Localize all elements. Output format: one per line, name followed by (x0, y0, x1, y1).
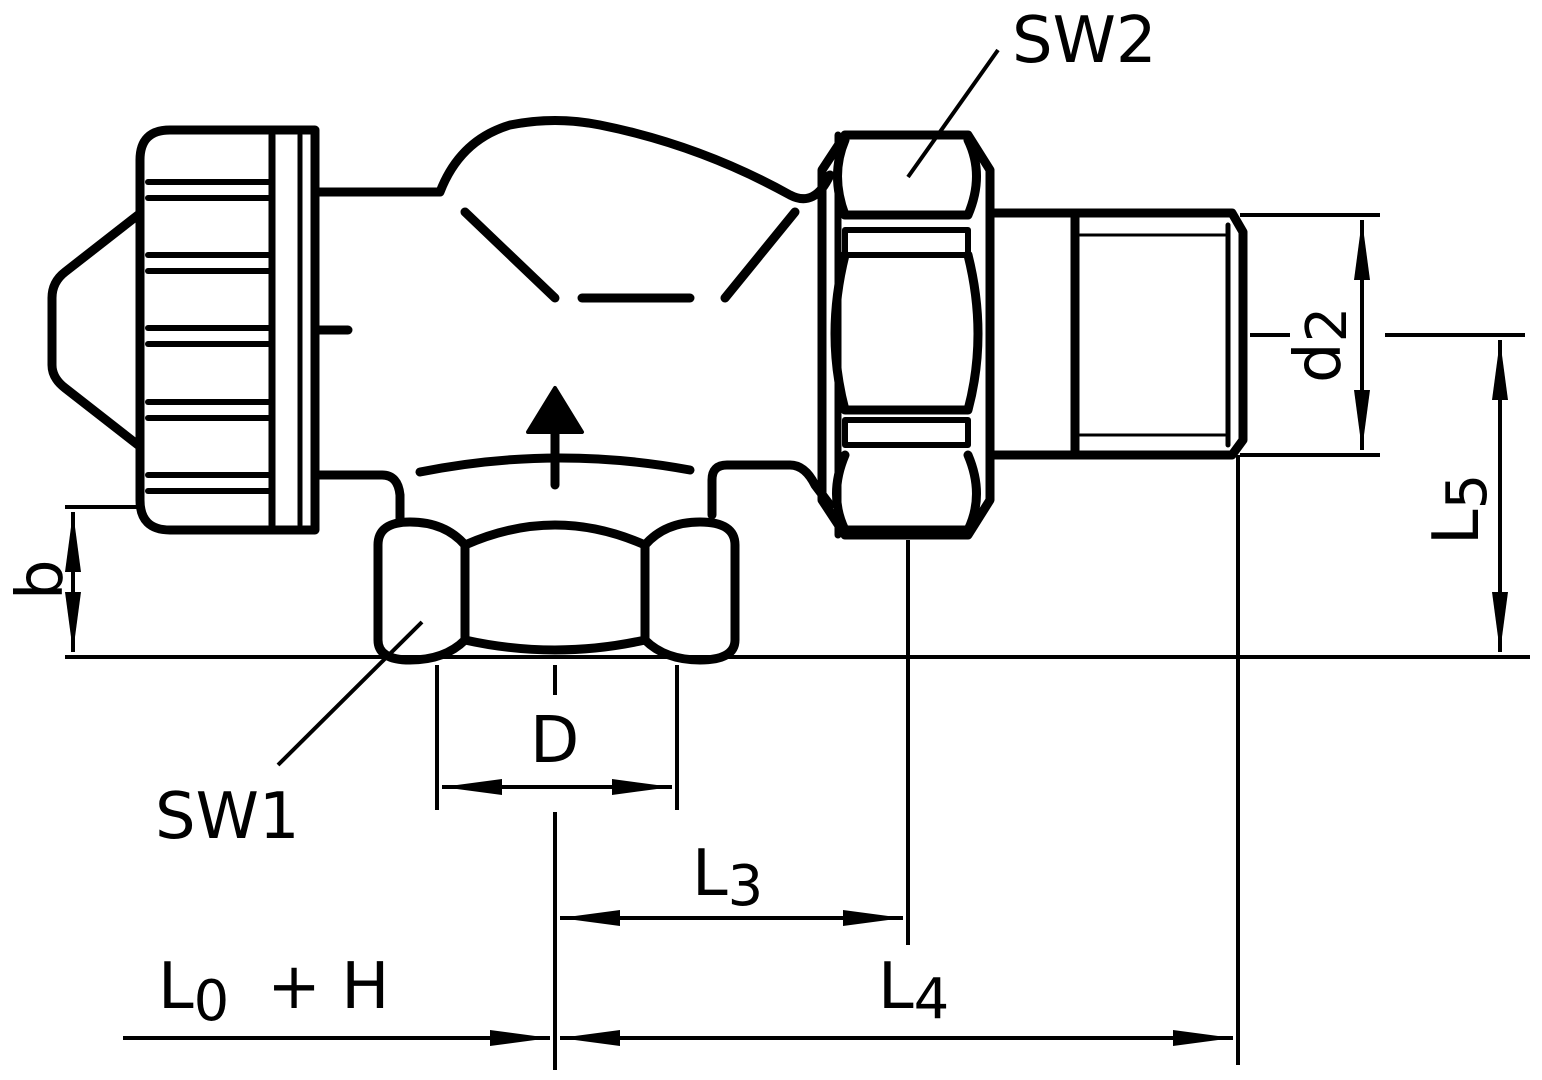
label-l5-letter: L (1420, 509, 1494, 545)
flow-arrow-icon (526, 386, 584, 434)
label-l0h-rest: + H (267, 950, 389, 1024)
label-l4-sub: 4 (914, 967, 950, 1032)
label-l4-letter: L (878, 950, 914, 1024)
label-l3-sub: 3 (728, 854, 764, 919)
label-l5-sub: 5 (1435, 474, 1500, 510)
upper-body-outline (313, 116, 835, 204)
label-l0h-letter: L (158, 950, 194, 1024)
label-D: D (530, 704, 579, 778)
label-l5: L5 (1420, 474, 1500, 545)
label-sw2: SW2 (1012, 4, 1157, 78)
label-b: b (4, 559, 78, 600)
label-l3-letter: L (692, 837, 728, 911)
label-d2-sub: 2 (1295, 307, 1360, 343)
dimension-lines (65, 48, 1530, 1070)
knurled-cap (135, 125, 320, 535)
protection-cap (47, 210, 143, 450)
lower-left-outline (313, 470, 405, 525)
label-l4: L4 (878, 950, 949, 1032)
label-d2: d2 (1282, 307, 1360, 383)
label-d2-letter: d (1282, 342, 1356, 383)
threaded-tailpiece (985, 208, 1248, 460)
label-l3: L3 (692, 837, 763, 919)
leader-sw1 (276, 620, 424, 767)
hex-nut-sw2 (817, 130, 995, 540)
label-l0h-sub: 0 (194, 969, 230, 1034)
valve-body (47, 116, 1248, 665)
leader-sw2 (906, 48, 1000, 179)
hex-nut-sw1 (373, 517, 740, 665)
label-l0h: L0 + H (158, 950, 389, 1034)
labels: SW2 SW1 d2 L5 b D L3 L0+ H L4 (4, 4, 1500, 1034)
lower-right-outline (707, 460, 835, 520)
label-sw1: SW1 (155, 780, 300, 854)
